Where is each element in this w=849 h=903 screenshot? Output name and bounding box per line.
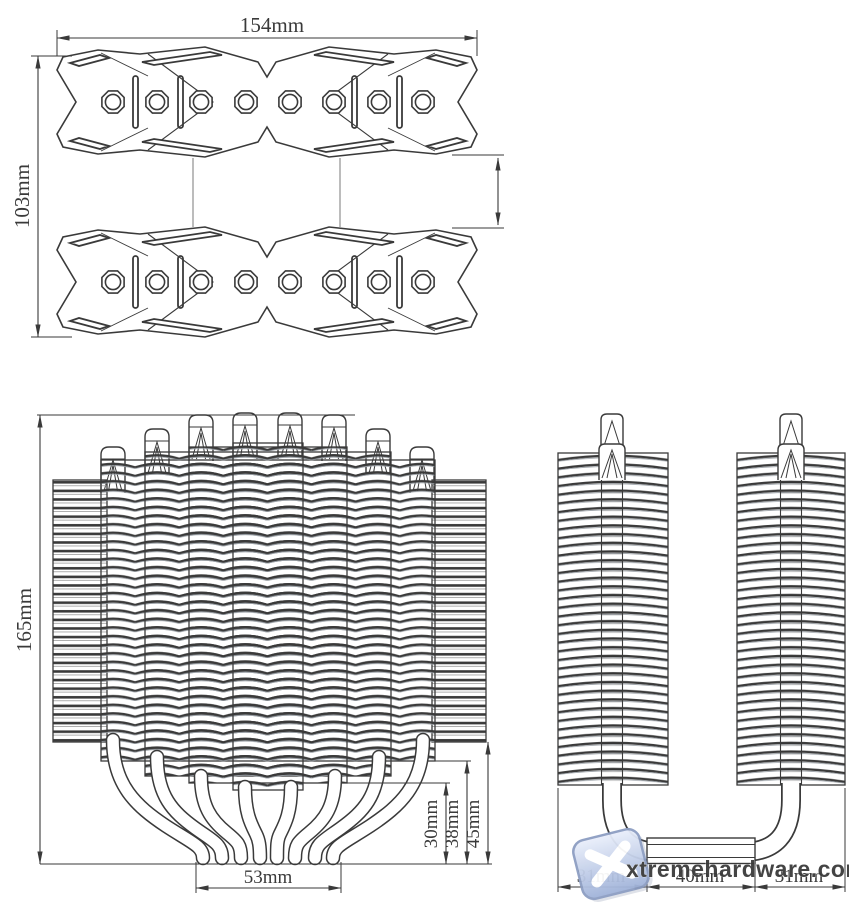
- heatpipe: [105, 732, 211, 866]
- heatpipe-column: [601, 453, 623, 785]
- heatpipe-tip: [598, 413, 626, 481]
- fin-column: [232, 442, 304, 791]
- heatpipe-column: [780, 453, 802, 785]
- fin-column: [52, 479, 108, 743]
- dim-fin-offsets: 30mm 38mm 45mm: [347, 741, 491, 865]
- dim-label-side-right: 31mm: [775, 866, 824, 887]
- fin-column: [431, 479, 487, 743]
- dim-top-height: 103mm: [10, 55, 72, 338]
- extension-line: [557, 788, 846, 892]
- dim-front-height: 165mm: [12, 414, 492, 865]
- dim-label-side-center: 40mm: [676, 866, 725, 887]
- fin-stack-front: [52, 442, 487, 791]
- fin-plate-bottom: [57, 227, 477, 337]
- xtremehardware-logo-icon: [572, 827, 653, 902]
- side-view: 31mm 40mm 31mm: [557, 413, 846, 892]
- dim-label-base-width: 53mm: [244, 867, 293, 888]
- top-view: 154mm 103mm: [10, 13, 504, 337]
- dim-base-width: 53mm: [195, 862, 342, 893]
- dim-label-top-width: 154mm: [240, 13, 304, 37]
- dim-tower-gap: [452, 154, 504, 229]
- extension-line: [31, 55, 72, 338]
- tower-gap-lines: [192, 158, 341, 227]
- watermark: xtremehardware.com: [572, 827, 849, 902]
- extension-line: [452, 154, 504, 229]
- heatpipe: [269, 779, 299, 866]
- heatpipe-tip: [777, 413, 805, 481]
- dim-label-offset-large: 45mm: [463, 800, 484, 849]
- heatpipe: [149, 749, 230, 866]
- heatpipe: [325, 732, 431, 866]
- dim-label-top-height: 103mm: [10, 164, 34, 228]
- base-plate: [646, 837, 756, 865]
- extension-line: [56, 30, 478, 56]
- fin-plate-top: [57, 47, 477, 157]
- heatpipe: [287, 768, 343, 866]
- front-view: 165mm 53mm 30mm 38mm 45mm: [12, 412, 492, 893]
- dim-label-front-height: 165mm: [12, 588, 36, 652]
- heatpipe: [307, 749, 387, 866]
- dim-label-offset-small: 30mm: [421, 800, 442, 849]
- heatpipe: [237, 779, 268, 866]
- watermark-text: xtremehardware.com: [626, 856, 849, 882]
- extension-line: [37, 414, 492, 865]
- dim-top-width: 154mm: [56, 13, 478, 56]
- heatpipe: [193, 768, 249, 866]
- dim-label-offset-mid: 38mm: [442, 800, 463, 849]
- heatpipe-bundle: [105, 732, 431, 866]
- heatpipe-columns: [600, 453, 803, 785]
